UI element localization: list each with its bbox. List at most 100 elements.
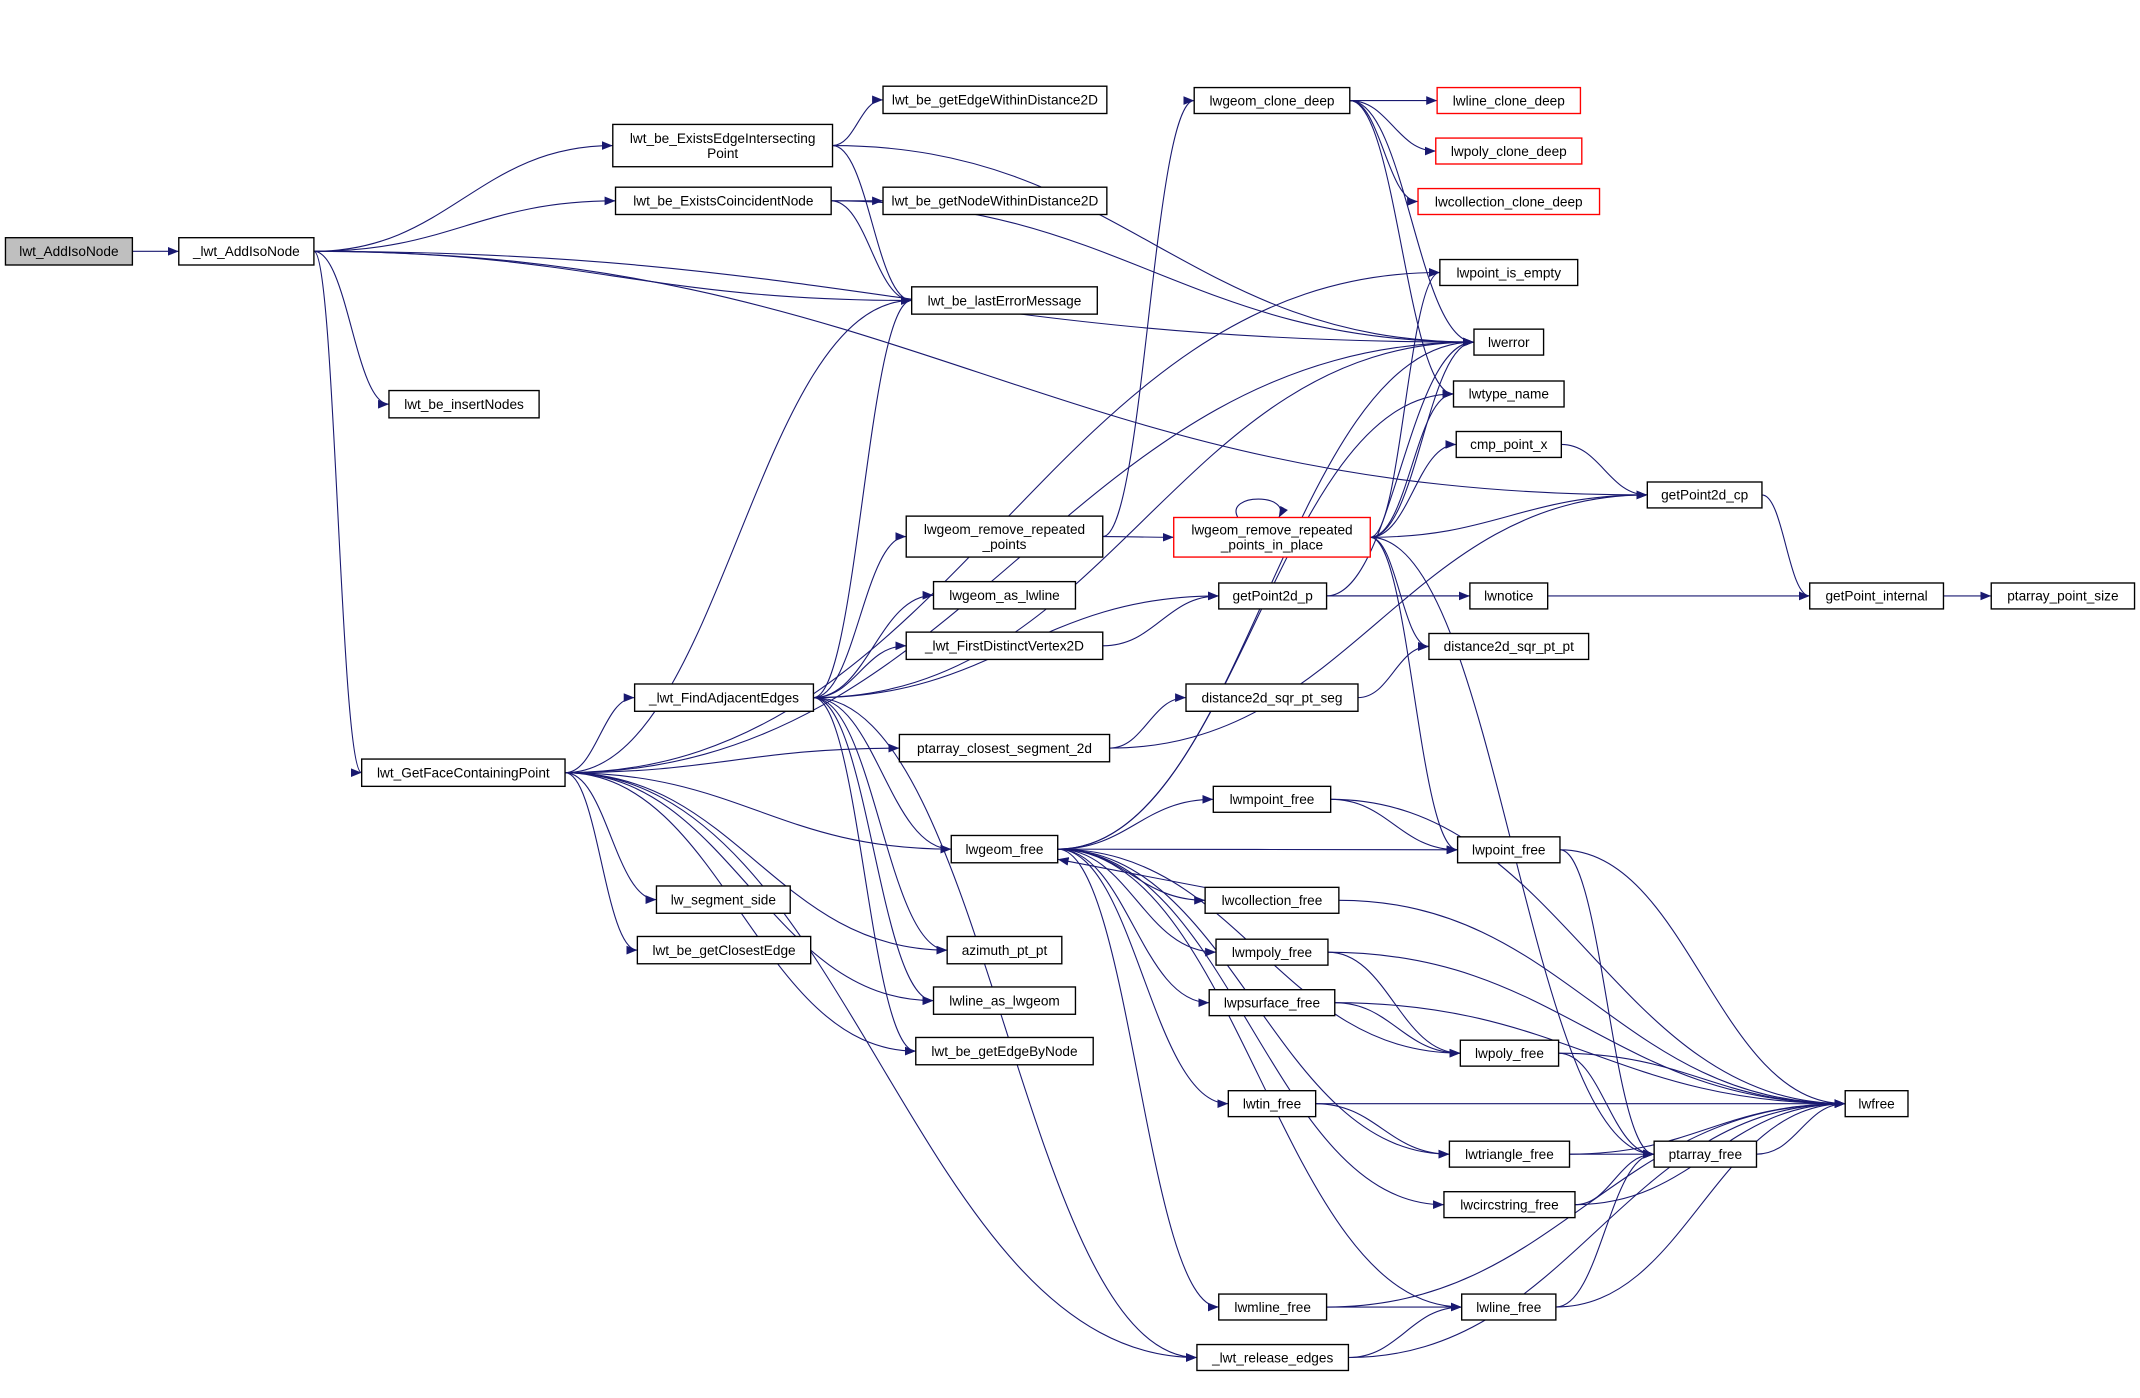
node-box xyxy=(633,683,815,712)
function-node[interactable]: lwfree xyxy=(1844,1090,1909,1118)
node-box xyxy=(1461,1293,1557,1321)
node-box xyxy=(898,733,1111,763)
node-label: lwgeom_remove_repeated xyxy=(924,522,1085,537)
node-box xyxy=(1417,187,1601,216)
function-node[interactable]: lwt_be_getEdgeByNode xyxy=(915,1036,1094,1066)
node-label: lwgeom_remove_repeated xyxy=(1191,523,1352,538)
node-box xyxy=(1227,1090,1317,1118)
function-node[interactable]: lwmpoint_free xyxy=(1212,785,1332,813)
call-edge xyxy=(1558,1052,1846,1109)
call-edge xyxy=(313,250,1474,347)
node-label: lwmpoly_free xyxy=(1232,945,1312,960)
node-label: _lwt_FirstDistinctVertex2D xyxy=(924,639,1084,654)
call-edge xyxy=(831,200,1474,347)
function-node[interactable]: lwtriangle_free xyxy=(1448,1140,1571,1168)
function-node[interactable]: lwcircstring_free xyxy=(1443,1191,1576,1219)
node-box xyxy=(911,286,1098,315)
node-box xyxy=(1469,582,1549,610)
node-label: lwgeom_clone_deep xyxy=(1209,93,1334,108)
node-label: distance2d_sqr_pt_pt xyxy=(1444,639,1575,654)
call-edge xyxy=(1349,99,1436,156)
call-edge xyxy=(1057,857,1206,889)
function-node[interactable]: lwt_GetFaceContainingPoint xyxy=(360,758,566,788)
function-node[interactable]: distance2d_sqr_pt_seg xyxy=(1185,683,1359,712)
function-node[interactable]: lwpsurface_free xyxy=(1208,989,1336,1017)
node-box xyxy=(1218,582,1328,610)
function-node[interactable]: lwmline_free xyxy=(1218,1293,1328,1321)
function-node[interactable]: lwgeom_clone_deep xyxy=(1193,86,1351,115)
function-node[interactable]: _lwt_FindAdjacentEdges xyxy=(633,683,815,712)
call-edge xyxy=(1370,490,1648,538)
function-node[interactable]: lwt_be_getNodeWithinDistance2D xyxy=(882,186,1108,216)
function-node[interactable]: _lwt_release_edges xyxy=(1196,1343,1350,1372)
function-node[interactable]: lwt_be_insertNodes xyxy=(388,389,540,419)
function-node[interactable]: getPoint2d_cp xyxy=(1646,481,1763,509)
node-label: getPoint2d_p xyxy=(1233,589,1313,604)
call-edge xyxy=(813,296,912,699)
call-edge xyxy=(1057,848,1210,1008)
function-node[interactable]: lwgeom_as_lwline xyxy=(932,580,1077,610)
function-node[interactable]: lwgeom_remove_repeated_points xyxy=(905,515,1104,558)
function-node[interactable]: cmp_point_x xyxy=(1455,430,1563,459)
node-label: lwt_be_getEdgeByNode xyxy=(931,1044,1077,1059)
function-node[interactable]: lwt_be_ExistsCoincidentNode xyxy=(614,186,832,216)
node-box xyxy=(1196,1343,1350,1372)
node-box xyxy=(905,631,1104,661)
call-edge xyxy=(813,697,1197,1362)
function-node[interactable]: ptarray_closest_segment_2d xyxy=(898,733,1111,763)
call-edge xyxy=(1349,99,1474,347)
node-label: lwfree xyxy=(1858,1096,1894,1111)
node-box xyxy=(1990,582,2136,610)
function-node[interactable]: lwt_be_getEdgeWithinDistance2D xyxy=(882,85,1108,115)
function-node[interactable]: lwnotice xyxy=(1469,582,1549,610)
function-node[interactable]: getPoint2d_p xyxy=(1218,582,1328,610)
node-label: getPoint_internal xyxy=(1825,589,1927,604)
function-node[interactable]: azimuth_pt_pt xyxy=(946,935,1063,965)
call-edge xyxy=(313,250,363,777)
function-node[interactable]: distance2d_sqr_pt_pt xyxy=(1428,632,1590,661)
function-node[interactable]: lwpoint_free xyxy=(1456,836,1561,864)
function-node[interactable]: lwt_be_lastErrorMessage xyxy=(911,286,1098,315)
call-edge xyxy=(1330,798,1458,855)
function-node[interactable]: lwgeom_remove_repeated_points_in_place xyxy=(1173,516,1371,558)
node-box xyxy=(360,758,566,788)
function-node[interactable]: lwpoly_free xyxy=(1459,1039,1560,1067)
function-node[interactable]: lwcollection_clone_deep xyxy=(1417,187,1601,216)
function-node[interactable]: lwline_free xyxy=(1461,1293,1557,1321)
function-node[interactable]: _lwt_AddIsoNode xyxy=(178,237,315,266)
function-node[interactable]: lwtin_free xyxy=(1227,1090,1317,1118)
call-edge xyxy=(565,743,900,774)
function-node[interactable]: lwpoly_clone_deep xyxy=(1435,137,1583,165)
call-edge xyxy=(1561,443,1648,500)
node-label: lwgeom_as_lwline xyxy=(949,588,1060,603)
function-node[interactable]: lwline_as_lwgeom xyxy=(932,986,1077,1015)
function-node[interactable]: lwt_be_getClosestEdge xyxy=(636,935,812,965)
function-node[interactable]: lwpoint_is_empty xyxy=(1439,258,1579,287)
node-label: lwmline_free xyxy=(1234,1300,1310,1315)
function-node[interactable]: lwline_clone_deep xyxy=(1436,86,1582,115)
function-node[interactable]: lwgeom_free xyxy=(950,834,1059,864)
function-node[interactable]: lwmpoly_free xyxy=(1215,938,1329,966)
function-node[interactable]: lwerror xyxy=(1473,328,1545,356)
call-edge xyxy=(1349,99,1454,399)
call-edge xyxy=(1057,794,1214,850)
call-edge xyxy=(1057,848,1217,957)
node-box xyxy=(1653,1140,1758,1168)
call-edge xyxy=(1109,490,1648,749)
function-node[interactable]: _lwt_FirstDistinctVertex2D xyxy=(905,631,1104,661)
call-edge xyxy=(832,145,912,305)
call-edge xyxy=(813,590,934,699)
node-box xyxy=(950,834,1059,864)
function-node[interactable]: ptarray_free xyxy=(1653,1140,1758,1168)
function-node[interactable]: lwcollection_free xyxy=(1204,886,1340,914)
function-node[interactable]: lwtype_name xyxy=(1452,380,1565,408)
node-box xyxy=(1173,516,1371,558)
call-edge xyxy=(1235,498,1288,518)
function-node[interactable]: lw_segment_side xyxy=(655,885,791,914)
node-box xyxy=(882,85,1108,115)
function-node[interactable]: ptarray_point_size xyxy=(1990,582,2136,610)
call-edge xyxy=(813,337,1474,699)
function-node[interactable]: getPoint_internal xyxy=(1809,582,1945,610)
